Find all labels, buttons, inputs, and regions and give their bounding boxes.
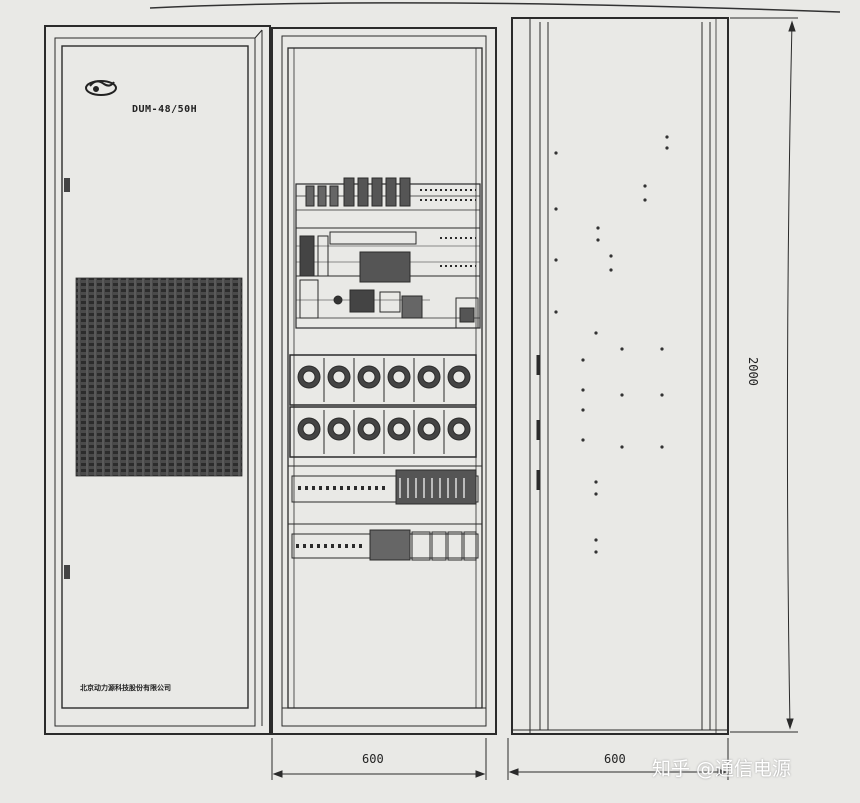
front-width-label: 600: [362, 752, 384, 766]
internal-front-view: [271, 27, 497, 735]
side-view: [511, 17, 729, 735]
manufacturer-label: 北京动力源科技股份有限公司: [80, 683, 171, 692]
front-door-view: [44, 25, 271, 735]
height-label: 2000: [746, 357, 760, 386]
rectifier-row-1: [289, 354, 477, 406]
mounting-holes: [554, 135, 669, 554]
ventilation-grille: [75, 277, 243, 477]
rectifier-row-2: [289, 406, 477, 458]
breaker-strip-2: [288, 523, 482, 561]
model-label: DUM-48/50H: [132, 104, 198, 115]
breaker-strip-1: [288, 465, 482, 505]
watermark: 知乎 @通信电源: [652, 758, 792, 780]
company-logo-icon: [85, 80, 117, 96]
dimension-height: [730, 17, 798, 733]
distribution-panel: [295, 177, 481, 329]
side-width-label: 600: [604, 752, 626, 766]
dimension-front-width: [271, 738, 487, 780]
dimension-side-width: [507, 738, 729, 780]
